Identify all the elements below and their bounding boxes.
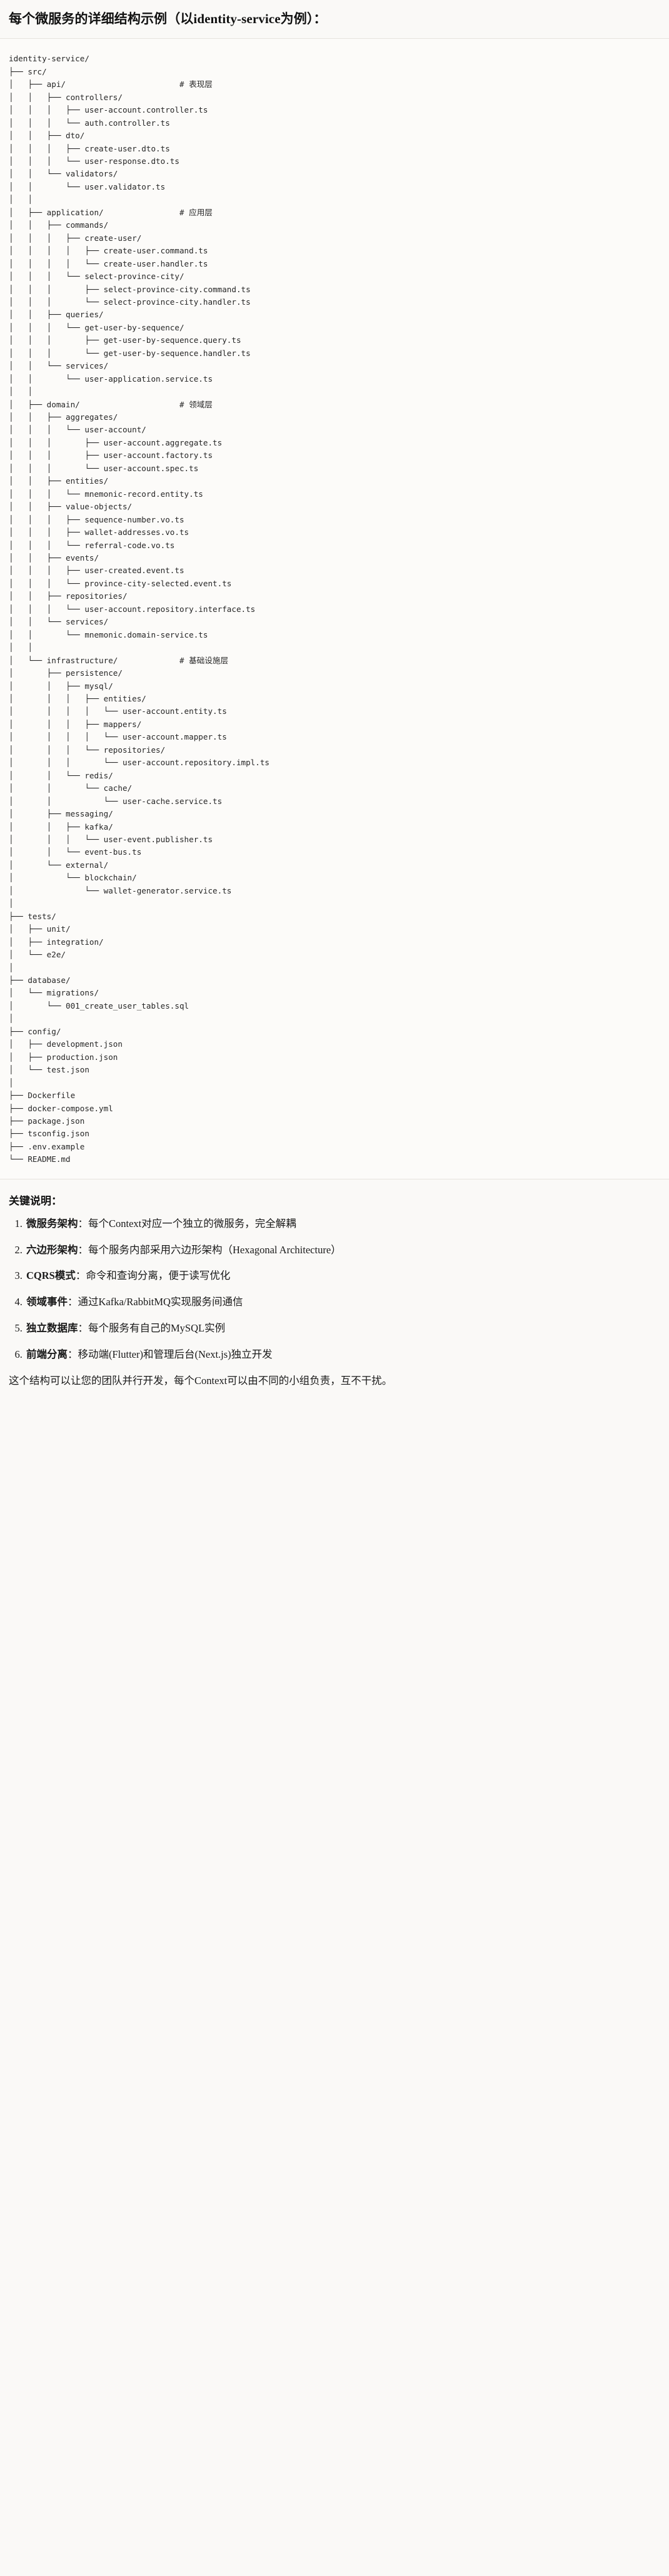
- directory-tree: identity-service/ ├── src/ │ ├── api/ # …: [9, 54, 270, 1164]
- list-item: 独立数据库：每个服务有自己的MySQL实例: [25, 1321, 660, 1336]
- note-term: CQRS模式: [26, 1270, 76, 1282]
- note-term: 六边形架构: [26, 1243, 78, 1256]
- note-term: 前端分离: [26, 1348, 68, 1360]
- divider-top: [0, 38, 669, 39]
- note-body: ：通过Kafka/RabbitMQ实现服务间通信: [68, 1296, 243, 1308]
- list-item: CQRS模式：命令和查询分离，便于读写优化: [25, 1268, 660, 1284]
- note-term: 领域事件: [26, 1296, 68, 1308]
- closing-paragraph: 这个结构可以让您的团队并行开发，每个Context可以由不同的小组负责，互不干扰…: [9, 1375, 393, 1387]
- list-item: 微服务架构：每个Context对应一个独立的微服务，完全解耦: [25, 1216, 660, 1232]
- note-body: ：移动端(Flutter)和管理后台(Next.js)独立开发: [68, 1348, 273, 1360]
- page-title: 每个微服务的详细结构示例（以identity-service为例）：: [9, 11, 327, 26]
- note-body: ：命令和查询分离，便于读写优化: [75, 1270, 231, 1282]
- list-item: 六边形架构：每个服务内部采用六边形架构（Hexagonal Architectu…: [25, 1243, 660, 1258]
- note-term: 独立数据库: [26, 1321, 78, 1334]
- note-body: ：每个服务有自己的MySQL实例: [78, 1321, 226, 1334]
- note-body: ：每个服务内部采用六边形架构（Hexagonal Architecture）: [78, 1243, 341, 1256]
- list-item: 前端分离：移动端(Flutter)和管理后台(Next.js)独立开发: [25, 1347, 660, 1363]
- key-notes-list: 微服务架构：每个Context对应一个独立的微服务，完全解耦 六边形架构：每个服…: [9, 1216, 660, 1363]
- key-notes-section: 关键说明： 微服务架构：每个Context对应一个独立的微服务，完全解耦 六边形…: [0, 1179, 669, 1406]
- directory-tree-block: identity-service/ ├── src/ │ ├── api/ # …: [0, 39, 669, 1179]
- note-term: 微服务架构: [26, 1217, 78, 1229]
- list-item: 领域事件：通过Kafka/RabbitMQ实现服务间通信: [25, 1295, 660, 1310]
- document-page: 每个微服务的详细结构示例（以identity-service为例）： ident…: [0, 0, 669, 1406]
- key-notes-title: 关键说明：: [9, 1194, 62, 1207]
- note-body: ：每个Context对应一个独立的微服务，完全解耦: [78, 1217, 296, 1229]
